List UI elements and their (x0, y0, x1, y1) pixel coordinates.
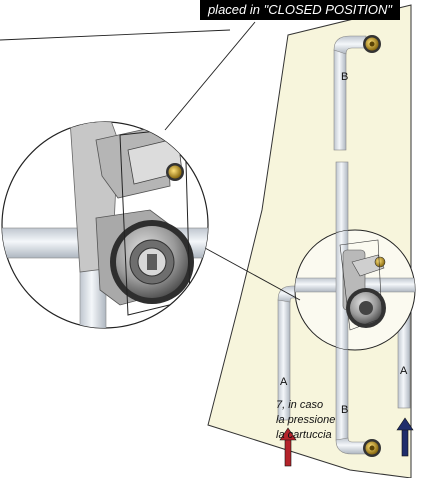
label-pipe-right-a: A (400, 365, 408, 377)
label-pipe-top-b: B (341, 71, 348, 83)
label-pipe-left-a: A (280, 376, 288, 388)
side-note-line-2: la pressione (276, 414, 336, 426)
pipe-top-b (333, 35, 367, 151)
closed-position-banner: placed in "CLOSED POSITION" (200, 0, 400, 20)
side-note-line-3: la cartuccia (276, 429, 332, 441)
pipe-mid (335, 161, 349, 233)
callout-lines (0, 21, 301, 301)
label-pipe-bottom-b: B (341, 404, 348, 416)
wall-panel (207, 4, 412, 478)
brass-fitting-bottom (363, 439, 381, 457)
side-note: 7, in caso la pressione la cartuccia (276, 398, 335, 443)
brass-fitting-top (363, 35, 381, 53)
mixer-detail-large (1, 121, 209, 329)
inlet-arrow-left (279, 427, 297, 467)
pipe-bottom-b (335, 329, 367, 455)
mixer-detail-small (294, 229, 416, 351)
side-note-line-1: 7, in caso (276, 399, 324, 411)
inlet-arrow-right (396, 417, 414, 457)
